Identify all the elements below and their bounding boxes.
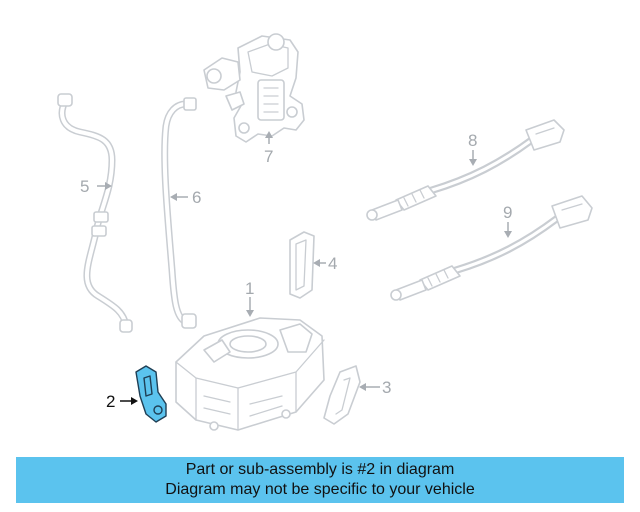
part-4-bracket [289,231,315,299]
callout-1: 1 [245,279,254,298]
callout-6: 6 [192,188,201,207]
callout-2: 2 [106,392,115,411]
callout-5: 5 [80,177,89,196]
callout-7: 7 [264,147,273,166]
callout-8: 8 [468,131,477,150]
info-banner: Part or sub-assembly is #2 in diagram Di… [16,457,624,503]
callout-labels: 5 6 7 8 9 4 1 3 2 [80,131,512,411]
part-3-mount-bracket [323,365,361,425]
leader-lines [97,131,512,405]
part-2-bracket-highlighted [135,365,167,423]
banner-line-1: Part or sub-assembly is #2 in diagram [185,461,455,478]
callout-9: 9 [503,203,512,222]
part-6-hose [161,97,197,329]
part-8-oxygen-sensor [366,119,565,221]
part-9-oxygen-sensor [390,195,593,301]
callout-3: 3 [382,378,391,397]
part-7-valve-assembly [203,33,305,143]
part-5-vent-line [57,93,133,333]
callout-4: 4 [328,254,337,273]
part-1-canister [175,317,325,431]
banner-line-2: Diagram may not be specific to your vehi… [165,481,475,498]
